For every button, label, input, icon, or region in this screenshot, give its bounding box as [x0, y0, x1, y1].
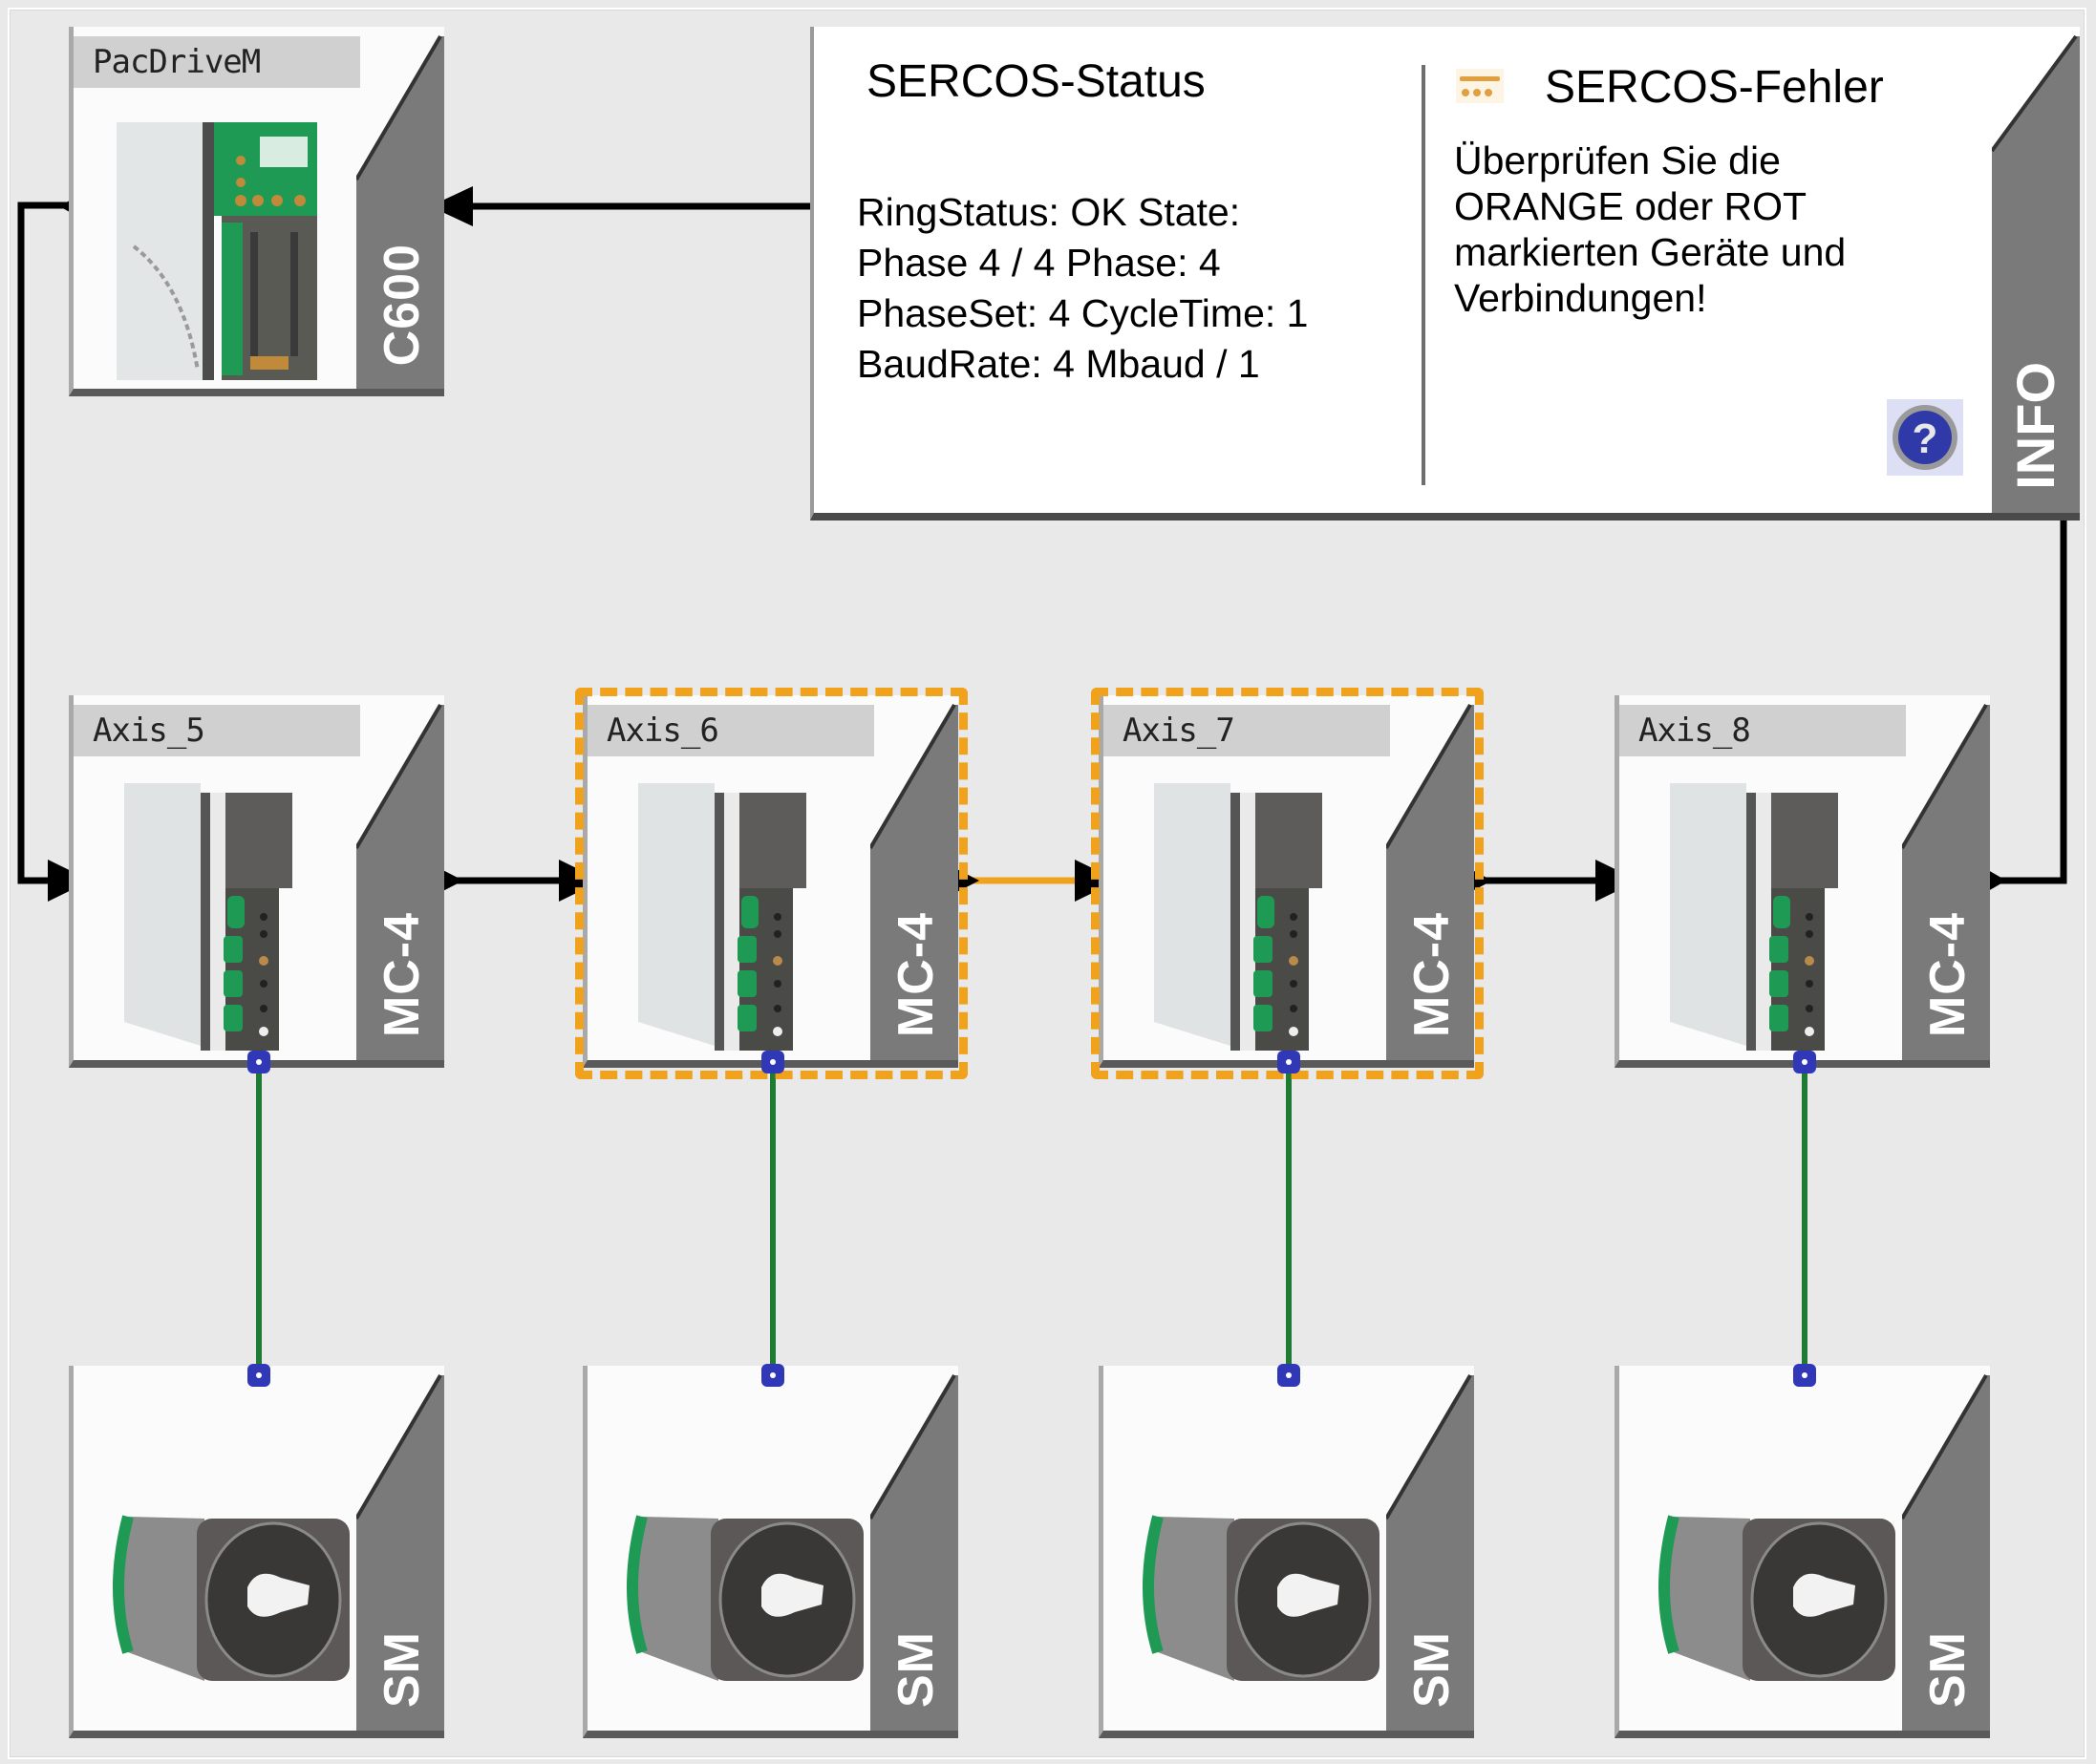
axis-model-label: MC-4	[1920, 911, 1976, 1037]
servo-motor-icon	[627, 1515, 864, 1681]
axis-device-5[interactable]: Axis_5 MC-4	[69, 695, 444, 1068]
motor-model-label: SM	[374, 1631, 430, 1708]
axis-device-8[interactable]: Axis_8 MC-4	[1615, 695, 1990, 1068]
axis-title: Axis_5	[74, 705, 360, 756]
motor-side-panel: SM	[356, 1366, 444, 1731]
controller-model-label: C600	[374, 243, 430, 366]
axis-motor-port[interactable]	[1277, 1051, 1300, 1073]
diagram-canvas	[8, 8, 2086, 1759]
servo-motor-icon	[113, 1515, 350, 1681]
info-panel: SERCOS-Status RingStatus: OK State: Phas…	[810, 27, 2080, 521]
motor-device-4[interactable]: SM	[1615, 1366, 1990, 1738]
controller-title: PacDriveM	[74, 36, 360, 88]
servo-drive-icon	[1154, 783, 1322, 1051]
axis-side-panel: MC-4	[1902, 695, 1990, 1060]
axis-title: Axis_8	[1619, 705, 1906, 756]
axis-motor-port[interactable]	[761, 1051, 784, 1073]
status-line: RingStatus: OK State:	[857, 190, 1241, 234]
motor-device-3[interactable]: SM	[1099, 1366, 1474, 1738]
motor-model-label: SM	[1404, 1631, 1460, 1708]
axis-model-label: MC-4	[888, 911, 944, 1037]
motor-input-port[interactable]	[761, 1364, 784, 1387]
axis-model-label: MC-4	[374, 911, 430, 1037]
info-label: INFO	[2005, 362, 2065, 490]
status-line: BaudRate: 4 Mbaud / 1	[857, 342, 1260, 386]
motor-model-label: SM	[1920, 1631, 1976, 1708]
status-line: PhaseSet: 4 CycleTime: 1	[857, 291, 1309, 335]
motor-device-1[interactable]: SM	[69, 1366, 444, 1738]
axis-motor-port[interactable]	[1793, 1051, 1816, 1073]
status-line: Phase 4 / 4 Phase: 4	[857, 241, 1221, 285]
axis-title: Axis_6	[588, 705, 874, 756]
axis-side-panel: MC-4	[356, 695, 444, 1060]
sercos-status-lines: RingStatus: OK State: Phase 4 / 4 Phase:…	[857, 187, 1308, 390]
motor-input-port[interactable]	[1277, 1364, 1300, 1387]
panel-divider	[1422, 65, 1425, 485]
help-question-icon: ?	[1893, 405, 1957, 470]
error-line: Verbindungen!	[1454, 276, 1707, 320]
servo-motor-icon	[1658, 1515, 1895, 1681]
servo-drive-icon	[638, 783, 806, 1051]
axis-side-panel: MC-4	[1386, 695, 1474, 1060]
axis-side-panel: MC-4	[870, 695, 958, 1060]
motor-side-panel: SM	[870, 1366, 958, 1731]
axis-motor-port[interactable]	[247, 1051, 270, 1073]
axis-device-7[interactable]: Axis_7 MC-4	[1099, 695, 1474, 1068]
controller-device-icon	[117, 122, 317, 380]
motor-side-panel: SM	[1902, 1366, 1990, 1731]
error-line: Überprüfen Sie die	[1454, 138, 1781, 182]
svg-text:?: ?	[1913, 415, 1938, 462]
servo-drive-icon	[124, 783, 292, 1051]
motor-input-port[interactable]	[1793, 1364, 1816, 1387]
error-line: ORANGE oder ROT	[1454, 184, 1807, 228]
motor-input-port[interactable]	[247, 1364, 270, 1387]
motor-model-label: SM	[888, 1631, 944, 1708]
info-side-strip: INFO	[1992, 27, 2080, 513]
warning-strip-icon	[1456, 69, 1504, 103]
error-line: markierten Geräte und	[1454, 230, 1847, 274]
axis-title: Axis_7	[1103, 705, 1390, 756]
axis-device-6[interactable]: Axis_6 MC-4	[583, 695, 958, 1068]
sercos-status-title: SERCOS-Status	[866, 56, 1206, 107]
sercos-error-title: SERCOS-Fehler	[1545, 62, 1884, 113]
axis-model-label: MC-4	[1404, 911, 1460, 1037]
help-button[interactable]: ?	[1887, 399, 1963, 476]
servo-motor-icon	[1143, 1515, 1380, 1681]
controller-device[interactable]: PacDriveM C600	[69, 27, 444, 396]
motor-side-panel: SM	[1386, 1366, 1474, 1731]
motor-device-2[interactable]: SM	[583, 1366, 958, 1738]
servo-drive-icon	[1670, 783, 1838, 1051]
sercos-error-message: Überprüfen Sie die ORANGE oder ROT marki…	[1454, 138, 1989, 321]
controller-side-panel: C600	[356, 27, 444, 389]
